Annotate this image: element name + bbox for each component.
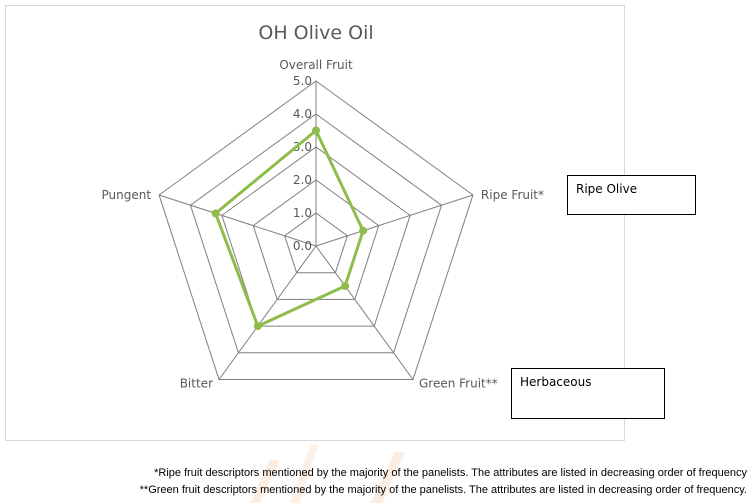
radar-series [211, 126, 368, 331]
tick-label: 4.0 [293, 107, 312, 121]
ripe-descriptor-text: Ripe Olive [576, 182, 638, 196]
grid-spoke [218, 245, 317, 380]
chart-title: OH Olive Oil [258, 22, 373, 44]
axis-label: Bitter [180, 376, 213, 390]
grid-ring-3 [221, 146, 411, 327]
grid-ring-5 [158, 80, 474, 380]
grid-spoke [315, 194, 474, 247]
grid-spoke [315, 245, 414, 380]
radar-chart: OH Olive Oil 0.0 1.0 2.0 3.0 4.0 5.0 Overall … [102, 22, 544, 390]
radar-grid [158, 80, 474, 380]
grid-spoke [158, 194, 317, 247]
tick-label: 3.0 [293, 140, 312, 154]
tick-label: 5.0 [293, 74, 312, 88]
footnote-green: **Green fruit descriptors mentioned by t… [139, 484, 747, 496]
axis-label: Pungent [102, 188, 152, 202]
footnote-ripe: *Ripe fruit descriptors mentioned by the… [154, 467, 747, 479]
ripe-descriptor-box: Ripe Olive [567, 175, 696, 215]
green-descriptor-box: Herbaceous [511, 368, 665, 419]
series-point [312, 126, 320, 135]
grid-ring-1 [284, 212, 348, 274]
axis-label: Green Fruit** [419, 376, 498, 390]
chart-frame: OH Olive Oil 0.0 1.0 2.0 3.0 4.0 5.0 Overall … [5, 5, 625, 441]
radar-ticks: 0.0 1.0 2.0 3.0 4.0 5.0 [293, 74, 312, 253]
tick-label: 0.0 [293, 239, 312, 253]
tick-label: 1.0 [293, 206, 312, 220]
axis-label: Ripe Fruit* [481, 188, 544, 202]
tick-label: 2.0 [293, 173, 312, 187]
grid-ring-4 [189, 113, 443, 354]
series-point [359, 226, 368, 235]
axis-label: Overall Fruit [279, 58, 353, 72]
series-point [211, 209, 220, 218]
series-line [214, 129, 365, 328]
series-point [253, 322, 262, 331]
watermark-logo [250, 445, 405, 503]
series-point [341, 282, 350, 291]
green-descriptor-text: Herbaceous [520, 375, 592, 389]
